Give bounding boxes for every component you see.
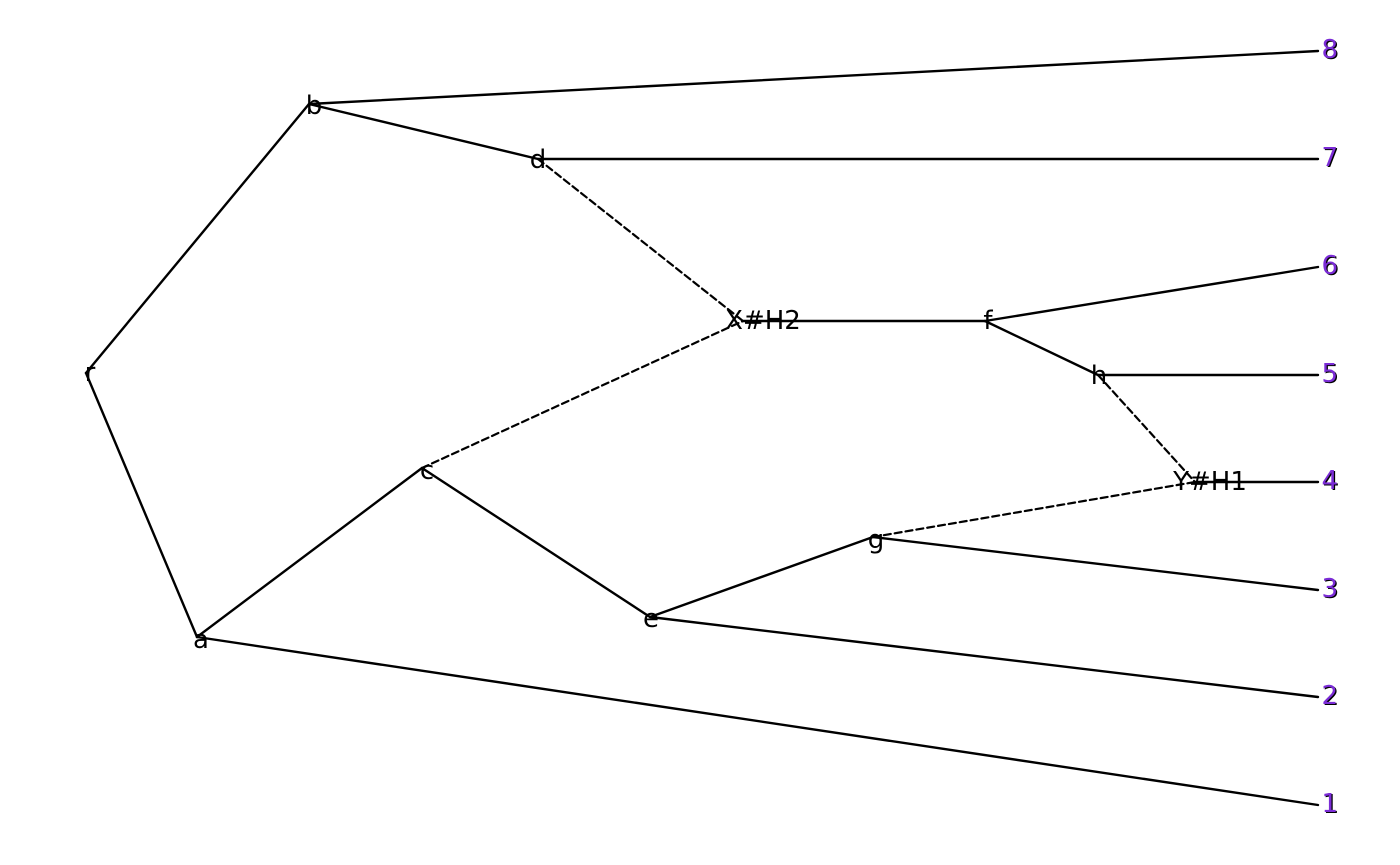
labels-layer: r b a d c e g f h X#H2Y#H1 88 77 66 55 44 33 22 11 [85, 35, 1340, 820]
leaf-label-shadow: 5 [1323, 360, 1340, 390]
edge-g-L3 [871, 535, 1320, 592]
leaf-label-text: 5 [1322, 359, 1339, 389]
leaf-label-text: 4 [1322, 466, 1339, 496]
edge-c-X [420, 319, 745, 470]
node-label-d: d [530, 145, 547, 175]
node-label-r: r [85, 358, 96, 388]
edge-e-L2 [648, 615, 1320, 699]
node-label-Y: Y#H1 [1172, 467, 1247, 497]
leaf-label-shadow: 2 [1323, 682, 1340, 712]
edge-a-c [195, 466, 424, 639]
edge-f-L6 [983, 265, 1320, 323]
leaf-label-1: 11 [1322, 789, 1340, 820]
node-label-a: a [193, 625, 209, 655]
leaf-label-2: 22 [1322, 681, 1340, 712]
edge-r-a [84, 371, 199, 639]
edge-r-b [84, 102, 311, 375]
edge-b-L8 [307, 49, 1320, 106]
node-label-g: g [868, 525, 885, 555]
node-label-f: f [983, 306, 993, 336]
leaf-label-6: 66 [1322, 251, 1340, 282]
leaf-label-text: 3 [1322, 574, 1339, 604]
leaf-label-7: 77 [1322, 143, 1340, 174]
leaf-label-text: 2 [1322, 681, 1339, 711]
edge-d-X [536, 157, 745, 323]
leaf-label-text: 7 [1322, 143, 1339, 173]
edge-f-h [983, 319, 1100, 377]
leaf-label-5: 55 [1322, 359, 1340, 390]
edge-a-L1 [195, 635, 1320, 807]
leaf-label-shadow: 3 [1323, 575, 1340, 605]
leaf-label-shadow: 6 [1323, 252, 1340, 282]
leaf-label-text: 6 [1322, 251, 1339, 281]
leaf-label-4: 44 [1322, 466, 1340, 497]
node-label-h: h [1091, 361, 1107, 391]
leaf-label-text: 8 [1322, 35, 1339, 65]
leaf-label-text: 1 [1322, 789, 1339, 819]
leaf-label-3: 33 [1322, 574, 1340, 605]
edge-g-Y [871, 480, 1197, 539]
edge-b-d [307, 102, 540, 161]
leaf-label-shadow: 8 [1323, 36, 1340, 66]
edges-layer [84, 49, 1320, 807]
node-label-b: b [306, 91, 323, 121]
node-label-e: e [643, 604, 659, 634]
edge-h-Y [1096, 373, 1197, 484]
leaf-label-shadow: 1 [1323, 790, 1340, 820]
edge-c-e [420, 466, 652, 619]
leaf-label-8: 88 [1322, 35, 1340, 66]
node-label-X: X#H2 [725, 306, 801, 336]
leaf-label-shadow: 7 [1323, 144, 1340, 174]
leaf-label-shadow: 4 [1323, 467, 1340, 497]
edge-e-g [648, 535, 875, 619]
node-label-c: c [420, 456, 434, 486]
